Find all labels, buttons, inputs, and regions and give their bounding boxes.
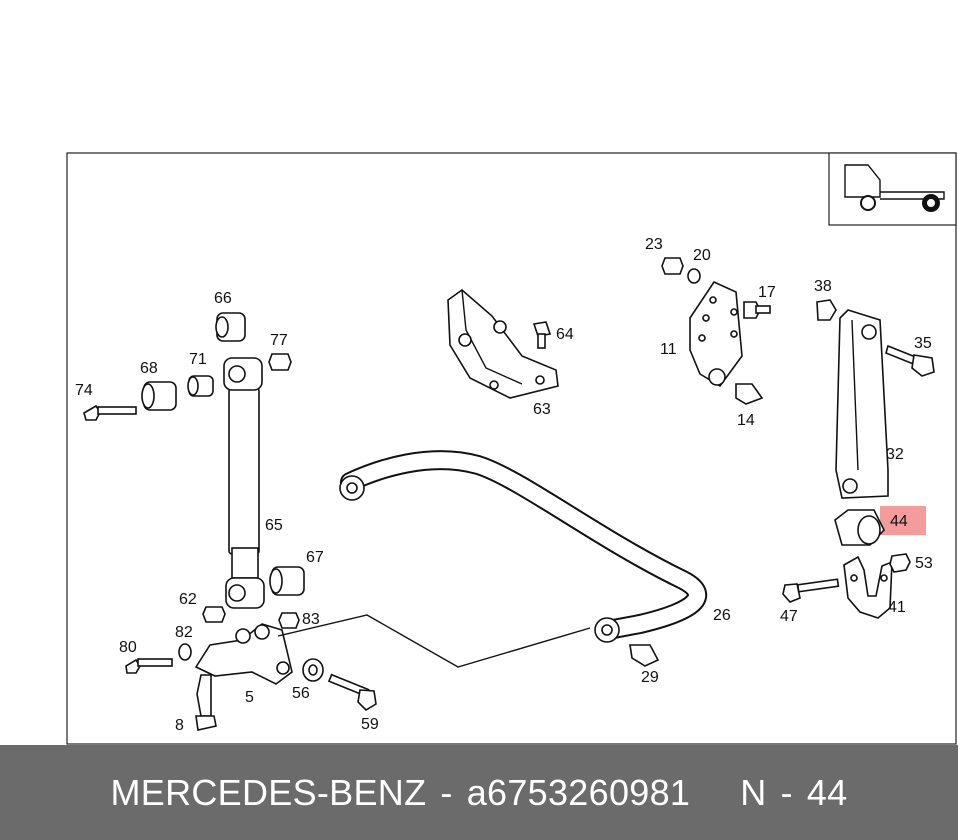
callout-5: 5 (245, 689, 254, 706)
callout-32: 32 (886, 446, 904, 463)
bracket-5 (194, 623, 293, 685)
callout-38: 38 (814, 278, 832, 295)
callout-59: 59 (361, 716, 379, 733)
caption-separator: - (440, 771, 453, 813)
bracket-63 (447, 288, 559, 399)
callout-47: 47 (780, 608, 798, 625)
callout-14: 14 (737, 412, 755, 429)
callout-77: 77 (270, 332, 288, 349)
leader-line (277, 614, 591, 668)
stabilizer-bar (339, 450, 708, 667)
callout-8: 8 (175, 717, 184, 734)
callout-63: 63 (533, 401, 551, 418)
clamp-41 (782, 553, 911, 619)
callout-23: 23 (645, 236, 663, 253)
callout-83: 83 (302, 611, 320, 628)
callout-62: 62 (179, 591, 197, 608)
bushing-44 (834, 509, 885, 546)
position-separator: - (780, 771, 793, 813)
callout-68: 68 (140, 360, 158, 377)
callout-65: 65 (265, 517, 283, 534)
callout-11: 11 (660, 341, 677, 358)
callout-labels: 74 68 71 66 77 65 67 62 83 80 82 5 56 59… (75, 236, 933, 734)
callout-71: 71 (189, 351, 207, 368)
part-number: a6753260981 (466, 771, 691, 813)
callout-35: 35 (914, 335, 932, 352)
bracket-11 (661, 257, 771, 405)
callout-74: 74 (75, 382, 93, 399)
callout-56: 56 (292, 685, 310, 702)
callout-44: 44 (890, 513, 908, 530)
parts-diagram: 74 68 71 66 77 65 67 62 83 80 82 5 56 59… (66, 152, 957, 745)
callout-67: 67 (306, 549, 324, 566)
callout-26: 26 (713, 607, 731, 624)
truck-position-icon (828, 152, 957, 226)
highlight-box-44 (880, 506, 926, 535)
callout-17: 17 (758, 284, 776, 301)
link-32 (816, 299, 935, 499)
callout-64: 64 (556, 326, 574, 343)
shock-absorber (223, 357, 265, 609)
callout-20: 20 (693, 247, 711, 264)
callout-53: 53 (915, 555, 933, 572)
part-caption: MERCEDES-BENZ - a6753260981 N - 44 (110, 772, 847, 814)
position-prefix: N (740, 771, 767, 813)
brand-name: MERCEDES-BENZ (110, 771, 427, 813)
callout-82: 82 (175, 624, 193, 641)
footer-bar: MERCEDES-BENZ - a6753260981 N - 44 (0, 745, 958, 840)
callout-29: 29 (641, 669, 659, 686)
callout-41: 41 (888, 599, 906, 616)
callout-66: 66 (214, 290, 232, 307)
position-number: 44 (806, 771, 848, 813)
diagram-frame (66, 152, 957, 745)
left-small-parts (83, 312, 377, 731)
callout-80: 80 (119, 639, 137, 656)
